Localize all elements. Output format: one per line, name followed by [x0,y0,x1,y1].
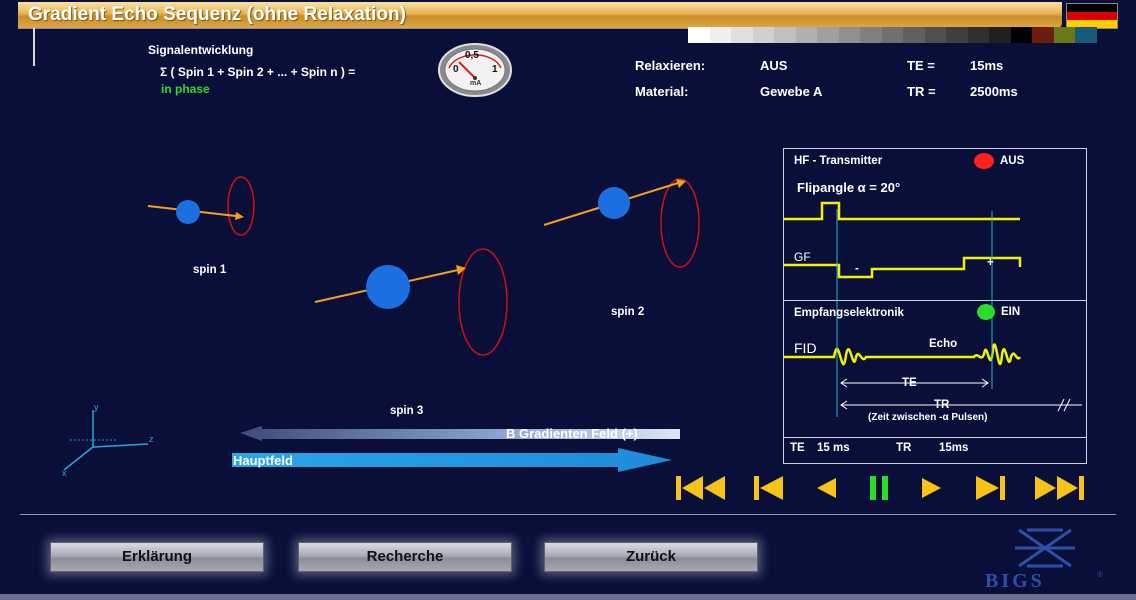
echo-label: Echo [929,338,958,350]
meter-unit-label: mA [470,80,482,87]
spin-2-label: spin 2 [611,306,645,318]
tr-note-label: (Zeit zwischen -α Pulsen) [868,412,988,423]
te-marker-label: TE [902,377,917,389]
hf-transmitter-label: HF - Transmitter [794,155,883,167]
step-forward-icon[interactable] [975,474,1005,502]
ammeter-gauge: 0,5 0 1 mA [437,42,513,98]
meter-mid-label: 0,5 [465,50,479,61]
gf-plus-label: + [987,257,994,269]
gf-label: GF [794,250,811,264]
step-back-icon[interactable] [754,474,784,502]
gf-minus-label: - [855,263,859,275]
material-value: Gewebe A [760,84,823,99]
footer-te-label: TE [790,442,805,454]
axis-x-label: x [62,468,67,478]
footer-te-value: 15 ms [817,442,850,454]
te-value: 15ms [970,58,1004,73]
tr-value: 2500ms [970,84,1018,99]
sequence-panel: HF - Transmitter AUS Flipangle α = 20° G… [783,148,1087,464]
signal-heading: Signalentwicklung [148,43,254,57]
bottom-border [0,594,1136,600]
meter-max-label: 1 [492,64,498,75]
meter-min-label: 0 [453,64,459,75]
material-label: Material: [635,84,689,99]
skip-back-icon[interactable] [676,474,726,502]
spin-1-graphic [147,176,255,236]
gradient-field-arrow [240,426,680,441]
spin-1-label: spin 1 [193,264,227,276]
panel-footer-divider [784,437,1086,438]
gradient-field-label: B Gradienten Feld (+) [506,426,638,441]
receiver-status-label: EIN [1001,306,1021,318]
hf-status-label: AUS [1000,155,1025,167]
footer-tr-label: TR [896,442,912,454]
main-field-arrow [232,448,672,472]
gray-scale-bar [688,27,1097,43]
spin-3-label: spin 3 [390,405,424,417]
coordinate-axes [63,410,149,471]
footer-tr-value: 15ms [939,442,969,454]
relax-value: AUS [760,58,788,73]
bottom-separator [20,514,1116,515]
main-field-label: Hauptfeld [233,453,293,468]
sequence-diagram [784,201,1082,417]
tr-label: TR = [907,84,936,99]
receiver-label: Empfangselektronik [794,307,904,319]
hf-status-indicator [974,153,994,169]
tr-marker-label: TR [934,399,950,411]
german-flag-icon[interactable] [1066,3,1118,29]
play-reverse-icon[interactable] [815,474,837,502]
spin-2-graphic [543,178,700,268]
logo-registered-mark: ® [1097,570,1103,579]
axis-z-label: z [149,434,154,444]
spin-3-graphic [314,248,508,356]
skip-forward-icon[interactable] [1034,474,1084,502]
spin-diagram [63,176,700,472]
page-title: Gradient Echo Sequenz (ohne Relaxation) [28,4,406,25]
title-bar: Gradient Echo Sequenz (ohne Relaxation) [18,2,1062,28]
research-button[interactable]: Recherche [298,542,512,572]
signal-formula: Σ ( Spin 1 + Spin 2 + ... + Spin n ) = [160,65,356,79]
receiver-status-indicator [977,304,995,320]
play-icon[interactable] [921,474,943,502]
logo-text: BIGS [985,570,1045,592]
explain-button[interactable]: Erklärung [50,542,264,572]
bigs-logo: BIGS ® [985,526,1107,592]
te-label: TE = [907,58,935,73]
relax-label: Relaxieren: [635,58,706,73]
back-button[interactable]: Zurück [544,542,758,572]
signal-state: in phase [161,82,210,96]
title-divider [33,28,35,66]
flipangle-label: Flipangle α = 20° [797,180,901,195]
panel-divider [784,300,1086,301]
fid-label: FID [794,340,817,356]
pause-icon[interactable] [868,474,890,502]
axis-y-label: y [94,402,99,412]
